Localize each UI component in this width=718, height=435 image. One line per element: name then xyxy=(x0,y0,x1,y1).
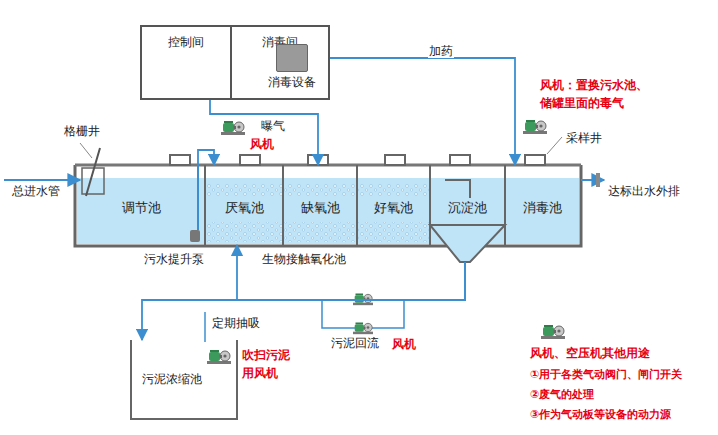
tank-cell: 沉淀池 xyxy=(430,165,505,245)
pipe-connector xyxy=(237,245,465,300)
room-box: 控制间 xyxy=(140,25,232,100)
node-text: 好氧池 xyxy=(372,201,415,215)
pipe-connector xyxy=(308,58,515,165)
tank-cell: 调节池 xyxy=(77,165,205,245)
tank-cell: 缺氧池 xyxy=(283,165,357,245)
label-text: 风机、空压机其他用途 xyxy=(530,346,650,360)
sludge-tank: 污泥浓缩池 xyxy=(130,340,238,420)
label-text: 生物接触氧化池 xyxy=(262,252,346,266)
node-text: 厌氧池 xyxy=(223,201,266,215)
label-text: 总进水管 xyxy=(12,184,60,198)
label-text: 污水提升泵 xyxy=(144,252,204,266)
edge-label: 污泥回流 xyxy=(330,336,380,350)
equipment-box: 消毒设备 xyxy=(276,44,308,72)
label-text: 达标出水外排 xyxy=(608,184,680,198)
tank-cell: 厌氧池 xyxy=(205,165,283,245)
label-text: 格栅井 xyxy=(64,124,100,138)
edge-label: 曝气 xyxy=(260,119,286,133)
node-text: 消毒池 xyxy=(521,201,564,215)
label-text: 风机：置换污水池、储罐里面的毒气 xyxy=(540,76,652,112)
pipe-connector xyxy=(198,150,214,165)
pipe-connector xyxy=(210,100,318,165)
label-text: 风机 xyxy=(250,137,274,151)
node-text: 沉淀池 xyxy=(446,201,489,215)
label-text: 采样井 xyxy=(566,131,602,145)
label-text: ③作为气动板等设备的动力源 xyxy=(530,408,671,422)
node-text: 消毒设备 xyxy=(268,75,316,89)
node-text: 调节池 xyxy=(120,201,163,215)
node-text: 污泥浓缩池 xyxy=(142,372,202,386)
node-text: 控制间 xyxy=(168,35,204,49)
label-text: 风机 xyxy=(392,337,416,351)
label-text: 吹扫污泥 用风机 xyxy=(242,346,300,382)
label-text: ①用于各类气动阀门、闸门开关 xyxy=(530,368,682,382)
label-text: ②废气的处理 xyxy=(530,388,594,402)
room-box: 消毒间消毒设备 xyxy=(232,25,330,100)
label-text: 定期抽吸 xyxy=(212,316,260,330)
node-text: 缺氧池 xyxy=(299,201,342,215)
pipe-connector xyxy=(142,262,465,340)
tank-cell: 好氧池 xyxy=(357,165,430,245)
tank-cell: 消毒池 xyxy=(505,165,580,245)
edge-label: 加药 xyxy=(428,44,454,58)
